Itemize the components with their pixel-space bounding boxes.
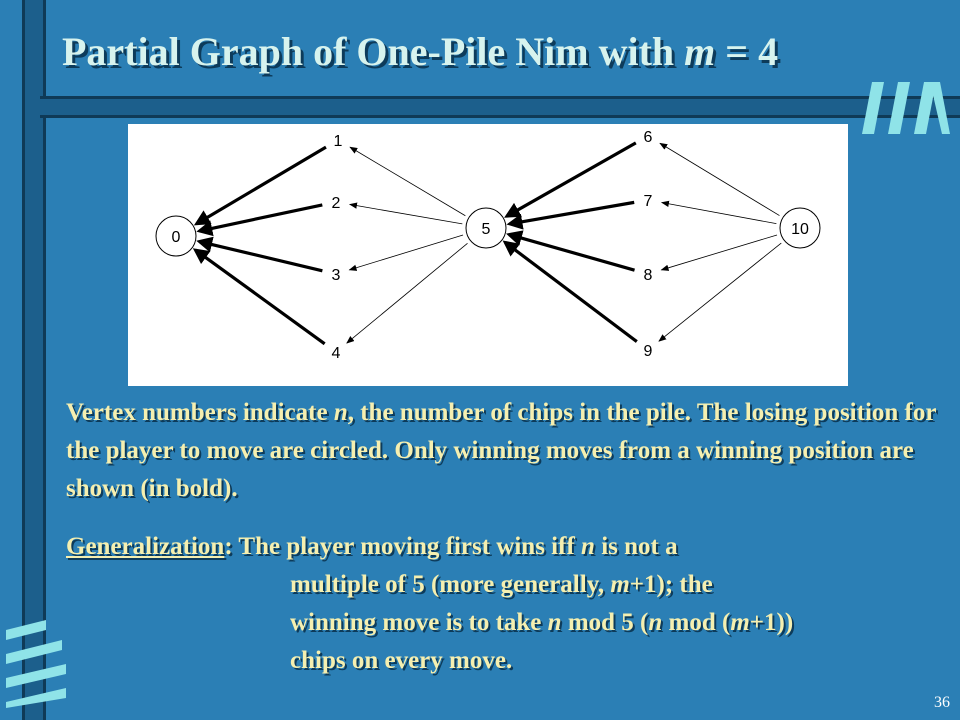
p1-text-b: , the number of chips in the pile. The l… <box>66 399 937 502</box>
vertex-3: 3 <box>332 267 341 284</box>
edge-10-to-7 <box>660 200 777 225</box>
p2-text-b: is not a <box>594 533 678 560</box>
edge-3-to-0 <box>196 236 323 273</box>
edge-4-to-0 <box>192 248 326 346</box>
p2-line-2: multiple of 5 (more generally, m+1); the <box>66 566 946 604</box>
edge-5-to-2 <box>349 202 463 225</box>
title-underline-bar <box>40 96 960 118</box>
p2-var-m2: m <box>730 609 750 636</box>
slide-title: Partial Graph of One-Pile Nim with m = 4 <box>62 28 778 75</box>
vertex-8: 8 <box>644 267 653 284</box>
vertex-5: 5 <box>465 207 507 249</box>
edge-5-to-1 <box>349 146 466 217</box>
p2-text-c: multiple of 5 (more generally, <box>290 571 611 598</box>
vertex-label-8: 8 <box>644 267 653 284</box>
edge-2-to-0 <box>196 203 323 237</box>
title-variable: m <box>684 29 716 74</box>
vertex-9: 9 <box>644 343 653 360</box>
slide-body: Vertex numbers indicate n, the number of… <box>66 394 946 674</box>
generalization: Generalization: The player moving first … <box>66 528 946 680</box>
vertex-1: 1 <box>334 133 343 150</box>
vertex-circle-5 <box>465 207 507 249</box>
vertex-explanation: Vertex numbers indicate n, the number of… <box>66 394 946 508</box>
edge-10-to-8 <box>660 234 778 271</box>
p2-text-i: chips on every move. <box>290 647 513 674</box>
nim-graph: 0 1 2 3 4 5 6 7 8 9 10 <box>155 129 821 362</box>
vertex-7: 7 <box>644 193 653 210</box>
vertex-label-3: 3 <box>332 267 341 284</box>
vertex-label-6: 6 <box>644 129 653 146</box>
vertex-label-2: 2 <box>332 195 341 212</box>
generalization-heading: Generalization <box>66 533 225 560</box>
vertex-circle-0 <box>155 215 197 257</box>
vertex-label-0: 0 <box>172 229 181 246</box>
stripes-logo-icon <box>862 82 950 134</box>
vertex-label-9: 9 <box>644 343 653 360</box>
p2-text-e: winning move is to take <box>290 609 548 636</box>
page-number: 36 <box>934 694 950 711</box>
title-prefix: Partial Graph of One-Pile Nim with <box>62 29 685 74</box>
vertex-circle-10 <box>779 207 821 249</box>
edge-5-to-4 <box>346 242 468 344</box>
vertex-label-10: 10 <box>791 221 809 238</box>
p2-text-a: : The player moving first wins iff <box>224 533 582 560</box>
p2-text-g: mod ( <box>662 609 731 636</box>
vertex-6: 6 <box>644 129 653 146</box>
p2-text-h: +1)) <box>749 609 794 636</box>
vertex-label-5: 5 <box>482 221 491 238</box>
p2-text-f: mod 5 ( <box>561 609 649 636</box>
vertex-4: 4 <box>332 345 341 362</box>
vertex-0: 0 <box>155 215 197 257</box>
vertex-label-7: 7 <box>644 193 653 210</box>
p1-var-n: n <box>333 399 348 426</box>
edge-10-to-9 <box>658 242 782 342</box>
stripes-corner-icon <box>6 620 66 708</box>
edge-10-to-6 <box>659 142 780 216</box>
p2-text-d: +1); the <box>629 571 713 598</box>
edge-5-to-3 <box>348 234 464 271</box>
p2-line-3: winning move is to take n mod 5 (n mod (… <box>66 604 946 642</box>
p1-text-a: Vertex numbers indicate <box>66 399 334 426</box>
p2-var-n1: n <box>581 533 595 560</box>
vertex-10: 10 <box>779 207 821 249</box>
vertex-label-1: 1 <box>334 133 343 150</box>
vertex-2: 2 <box>332 195 341 212</box>
edge-9-to-5 <box>502 240 638 343</box>
edge-8-to-5 <box>506 230 635 272</box>
left-decorative-bar <box>22 0 46 720</box>
edge-7-to-5 <box>506 200 635 230</box>
nim-graph-panel: 0 1 2 3 4 5 6 7 8 9 10 <box>128 124 848 386</box>
p2-var-n3: n <box>648 609 663 636</box>
title-suffix: = 4 <box>715 29 779 74</box>
p2-var-m1: m <box>610 571 630 598</box>
edge-6-to-5 <box>504 141 637 218</box>
edge-1-to-0 <box>193 145 327 226</box>
vertex-label-4: 4 <box>332 345 341 362</box>
p2-var-n2: n <box>547 609 562 636</box>
p2-line-4: chips on every move. <box>66 642 946 680</box>
